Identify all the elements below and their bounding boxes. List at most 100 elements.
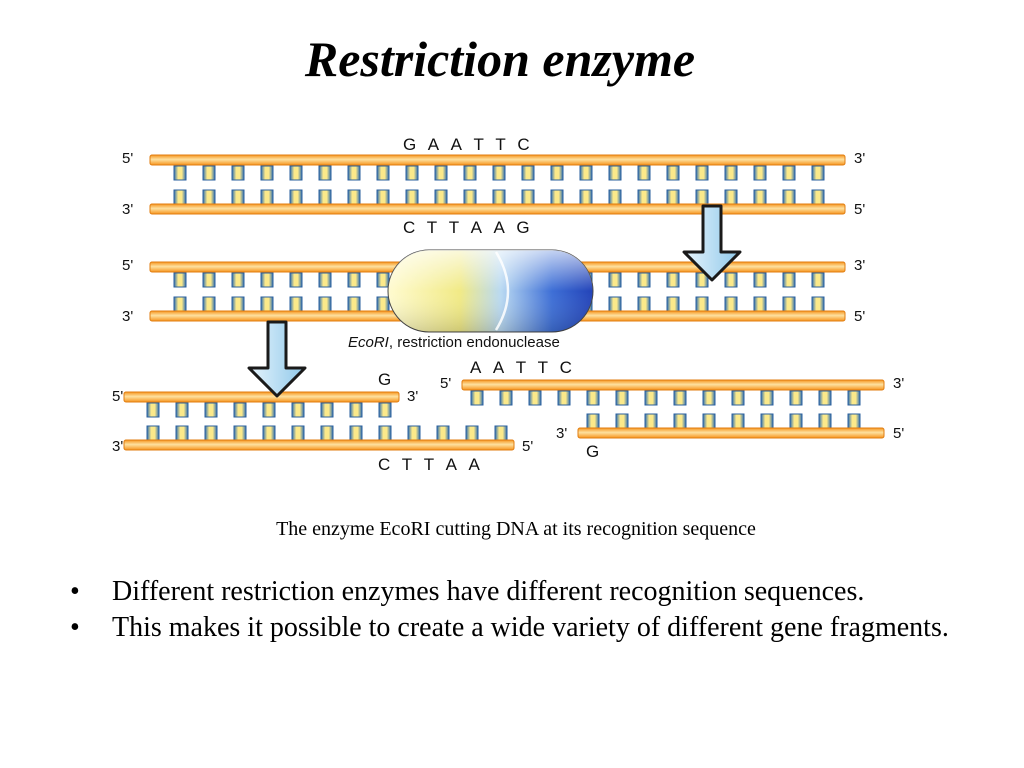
base-pair: [695, 189, 709, 205]
base-pair: [644, 390, 658, 406]
base-pair: [289, 272, 303, 288]
base-pair: [753, 189, 767, 205]
base-pair: [724, 272, 738, 288]
base-pair: [320, 402, 334, 418]
base-pair: [637, 296, 651, 312]
base-pair: [318, 272, 332, 288]
base-pair: [811, 165, 825, 181]
bullet-dot: •: [70, 576, 80, 607]
base-pair: [376, 165, 390, 181]
prime-5-label: 5': [854, 308, 865, 325]
right-fragment-top-strand: [461, 379, 885, 391]
base-pair: [463, 189, 477, 205]
base-pair: [666, 296, 680, 312]
prime-5-label: 5': [522, 438, 533, 455]
figure-caption: The enzyme EcoRI cutting DNA at its reco…: [276, 518, 756, 540]
base-pair: [407, 425, 421, 441]
slide-title: Restriction enzyme: [304, 31, 696, 87]
top-strand: [149, 154, 846, 166]
base-pair: [695, 165, 709, 181]
base-pair: [291, 425, 305, 441]
base-pair: [173, 189, 187, 205]
ecori-enzyme: [387, 249, 594, 333]
base-pair: [146, 425, 160, 441]
base-pair: [260, 189, 274, 205]
base-pair: [521, 189, 535, 205]
base-pair: [405, 189, 419, 205]
base-pair: [378, 402, 392, 418]
base-pair: [492, 165, 506, 181]
base-pair: [376, 272, 390, 288]
base-pair: [289, 296, 303, 312]
base-pair: [724, 189, 738, 205]
base-pair: [465, 425, 479, 441]
base-pair: [173, 272, 187, 288]
base-pair: [753, 296, 767, 312]
base-pair: [434, 165, 448, 181]
base-pair: [818, 390, 832, 406]
base-pair: [175, 402, 189, 418]
prime-3-label: 3': [122, 201, 133, 218]
base-pair: [289, 189, 303, 205]
base-pair: [586, 390, 600, 406]
base-pair: [349, 425, 363, 441]
prime-3-label: 3': [893, 375, 904, 392]
base-pair: [666, 272, 680, 288]
cut-arrow-right: [682, 204, 742, 282]
base-pair: [347, 272, 361, 288]
base-pair: [666, 165, 680, 181]
base-pair: [260, 296, 274, 312]
base-pair: [202, 165, 216, 181]
base-pair: [753, 165, 767, 181]
base-pair: [608, 296, 622, 312]
base-pair: [760, 413, 774, 429]
base-pair: [550, 189, 564, 205]
base-pair: [615, 413, 629, 429]
base-pair: [494, 425, 508, 441]
base-pair: [463, 165, 477, 181]
base-pair: [376, 189, 390, 205]
right-fragment-overhang: G: [586, 442, 599, 461]
base-pair: [608, 189, 622, 205]
base-pair: [376, 296, 390, 312]
base-pair: [347, 189, 361, 205]
bullet-item: •Different restriction enzymes have diff…: [70, 574, 985, 610]
base-pair: [637, 272, 651, 288]
base-pair: [702, 413, 716, 429]
base-pair: [204, 425, 218, 441]
base-pair: [673, 390, 687, 406]
base-pair: [349, 402, 363, 418]
base-pair: [202, 296, 216, 312]
base-pair: [318, 296, 332, 312]
base-pair: [782, 272, 796, 288]
base-pair: [702, 390, 716, 406]
base-pair: [847, 413, 861, 429]
base-pair: [608, 272, 622, 288]
base-pair: [173, 296, 187, 312]
base-pair: [175, 425, 189, 441]
base-pair: [262, 425, 276, 441]
base-pair: [811, 296, 825, 312]
prime-3-label: 3': [122, 308, 133, 325]
prime-3-label: 3': [854, 150, 865, 167]
left-fragment-sticky-end: C T T A A: [378, 455, 481, 474]
base-pair: [724, 296, 738, 312]
base-pair: [405, 165, 419, 181]
base-pair: [528, 390, 542, 406]
base-pair: [731, 390, 745, 406]
left-fragment-top-strand: [123, 391, 400, 403]
base-pair: [231, 189, 245, 205]
base-pair: [847, 390, 861, 406]
prime-5-label: 5': [440, 375, 451, 392]
base-pair: [644, 413, 658, 429]
right-fragment-bottom-strand: [577, 427, 885, 439]
prime-5-label: 5': [112, 388, 123, 405]
prime-5-label: 5': [893, 425, 904, 442]
base-pair: [521, 165, 535, 181]
left-fragment-overhang: G: [378, 370, 391, 389]
base-pair: [789, 413, 803, 429]
base-pair: [231, 165, 245, 181]
prime-5-label: 5': [122, 257, 133, 274]
base-pair: [233, 425, 247, 441]
right-fragment-sticky-end: A A T T C: [470, 358, 572, 377]
